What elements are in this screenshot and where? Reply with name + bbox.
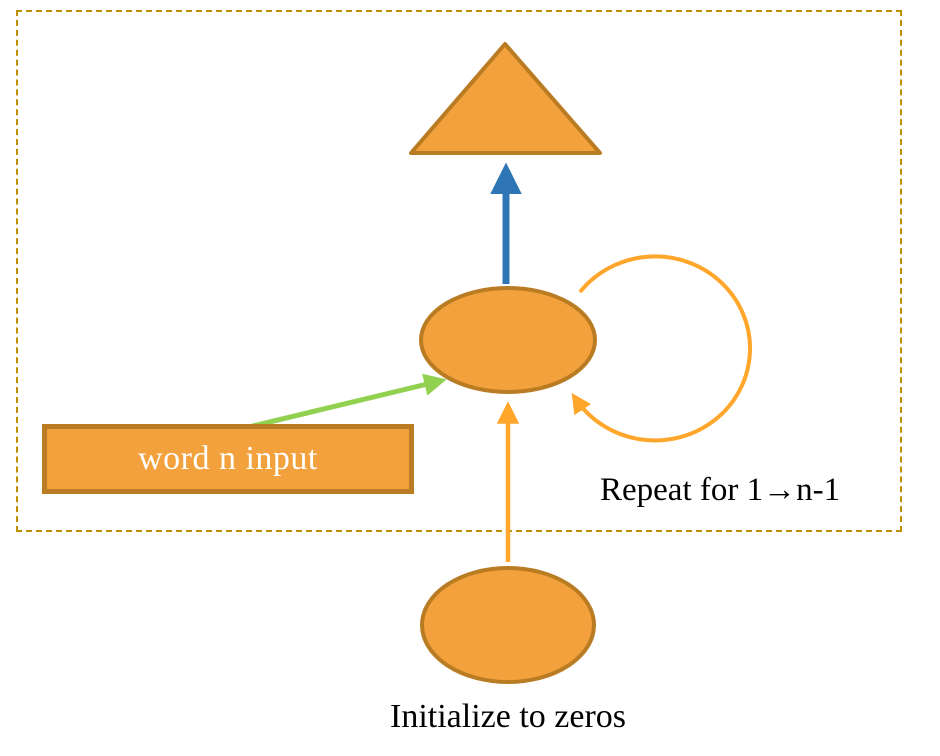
- self-loop-arrow: [571, 254, 752, 443]
- initial-state-ellipse: [420, 566, 596, 684]
- output-triangle: [409, 42, 602, 155]
- repeat-dashed-boundary: [16, 10, 902, 532]
- word-input-arrow: [227, 373, 447, 435]
- word-input-box: word n input: [42, 424, 414, 494]
- repeat-label: Repeat for 1→n-1: [600, 472, 841, 508]
- word-input-label: word n input: [138, 440, 318, 477]
- initialize-label: Initialize to zeros: [389, 698, 627, 735]
- hidden-state-ellipse: [419, 286, 597, 394]
